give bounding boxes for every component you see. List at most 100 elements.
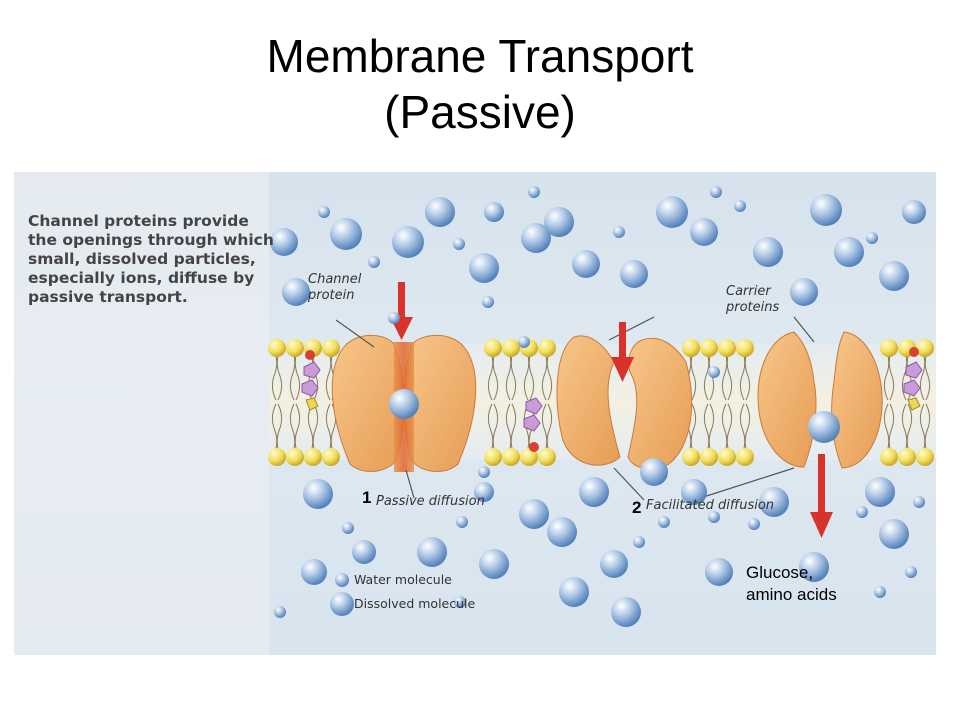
legend-dissolved-label: Dissolved molecule	[354, 596, 476, 611]
dissolved-molecule	[799, 552, 829, 582]
lipid-heads-outer	[268, 339, 934, 357]
dissolved-molecule	[865, 477, 895, 507]
lipid-head	[916, 339, 934, 357]
water-molecule	[710, 186, 722, 198]
water-molecule	[913, 496, 925, 508]
water-molecule	[453, 238, 465, 250]
label-facilitated-diffusion: Facilitated diffusion	[646, 498, 775, 513]
dissolved-molecule	[753, 237, 783, 267]
dissolved-molecule	[270, 228, 298, 256]
number-2: 2	[632, 498, 642, 517]
caption-line: small, dissolved particles,	[28, 250, 256, 268]
lipid-head	[502, 448, 520, 466]
lipid-head	[484, 339, 502, 357]
channel-protein	[331, 334, 477, 472]
slide-title: Membrane Transport (Passive)	[0, 28, 960, 140]
lipid-head	[898, 448, 916, 466]
water-molecule	[856, 506, 868, 518]
lipid-head	[682, 448, 700, 466]
caption-text: Channel proteins provide the openings th…	[28, 212, 274, 307]
dissolved-molecule	[392, 226, 424, 258]
dissolved-molecule	[425, 197, 455, 227]
dissolved-molecule	[559, 577, 589, 607]
lipid-head	[268, 448, 286, 466]
lipid-head	[484, 448, 502, 466]
title-line-1: Membrane Transport	[266, 30, 694, 82]
dissolved-molecule	[282, 278, 310, 306]
number-1: 1	[362, 488, 372, 507]
membrane-diagram: Channel proteins provide the openings th…	[14, 172, 936, 655]
membrane-illustration	[14, 172, 936, 655]
water-molecule	[874, 586, 886, 598]
dissolved-molecule	[611, 597, 641, 627]
dissolved-molecule	[681, 479, 707, 505]
glucose-note: Glucose, amino acids	[746, 562, 837, 606]
label-line: Carrier	[726, 284, 771, 299]
lipid-head	[520, 448, 538, 466]
lipid-head	[322, 448, 340, 466]
lipid-head	[718, 339, 736, 357]
dissolved-molecule	[469, 253, 499, 283]
label-pointers	[335, 316, 815, 501]
water-molecule	[658, 516, 670, 528]
dissolved-molecule	[301, 559, 327, 585]
water-molecule	[274, 606, 286, 618]
lipid-head	[286, 448, 304, 466]
water-molecule	[368, 256, 380, 268]
dissolved-molecule	[417, 537, 447, 567]
water-molecule	[478, 466, 490, 478]
lipid-head	[322, 339, 340, 357]
water-molecule	[734, 200, 746, 212]
dissolved-molecule	[810, 194, 842, 226]
water-molecule	[708, 366, 720, 378]
legend-dissolved-icon	[330, 592, 354, 616]
water-molecule	[388, 312, 400, 324]
lipid-head	[736, 448, 754, 466]
lipid-head	[538, 339, 556, 357]
water-molecule	[528, 186, 540, 198]
molecules	[270, 186, 926, 627]
water-molecule	[342, 522, 354, 534]
water-molecule	[708, 511, 720, 523]
solute-in-carrier	[808, 411, 840, 443]
caption-line: Channel proteins provide	[28, 212, 249, 230]
carrier-protein-open-inside	[757, 331, 883, 469]
arrow-out-of-carrier	[810, 454, 833, 538]
label-channel-protein: Channel protein	[308, 272, 361, 304]
dissolved-molecule	[521, 223, 551, 253]
lipid-head	[682, 339, 700, 357]
dissolved-molecule	[656, 196, 688, 228]
caption-line: the openings through which	[28, 231, 274, 249]
water-molecule	[482, 296, 494, 308]
water-molecule	[613, 226, 625, 238]
embedded-molecule-chain	[903, 347, 923, 411]
lipid-head	[304, 448, 322, 466]
dissolved-molecule	[572, 250, 600, 278]
lipid-head	[538, 448, 556, 466]
caption-line: passive transport.	[28, 288, 188, 306]
lipid-head	[502, 339, 520, 357]
lipid-head	[268, 339, 286, 357]
label-passive-diffusion: Passive diffusion	[376, 494, 485, 509]
lipid-head	[700, 339, 718, 357]
dissolved-molecule	[834, 237, 864, 267]
note-line: amino acids	[746, 585, 837, 604]
note-line: Glucose,	[746, 563, 814, 582]
lipid-head	[736, 339, 754, 357]
dissolved-molecule	[579, 477, 609, 507]
dissolved-molecule	[330, 218, 362, 250]
dissolved-molecule	[479, 549, 509, 579]
lipid-heads-inner	[268, 448, 934, 466]
label-line: Channel	[308, 272, 362, 287]
carrier-protein-open-outside	[556, 335, 692, 470]
lipid-head	[700, 448, 718, 466]
water-molecule	[518, 336, 530, 348]
water-molecule	[454, 596, 466, 608]
lipid-head	[880, 448, 898, 466]
arrow-into-channel	[390, 282, 413, 340]
water-molecule	[905, 566, 917, 578]
dissolved-molecule	[352, 540, 376, 564]
lipid-head	[286, 339, 304, 357]
caption-line: especially ions, diffuse by	[28, 269, 255, 287]
arrow-into-carrier	[611, 322, 634, 382]
